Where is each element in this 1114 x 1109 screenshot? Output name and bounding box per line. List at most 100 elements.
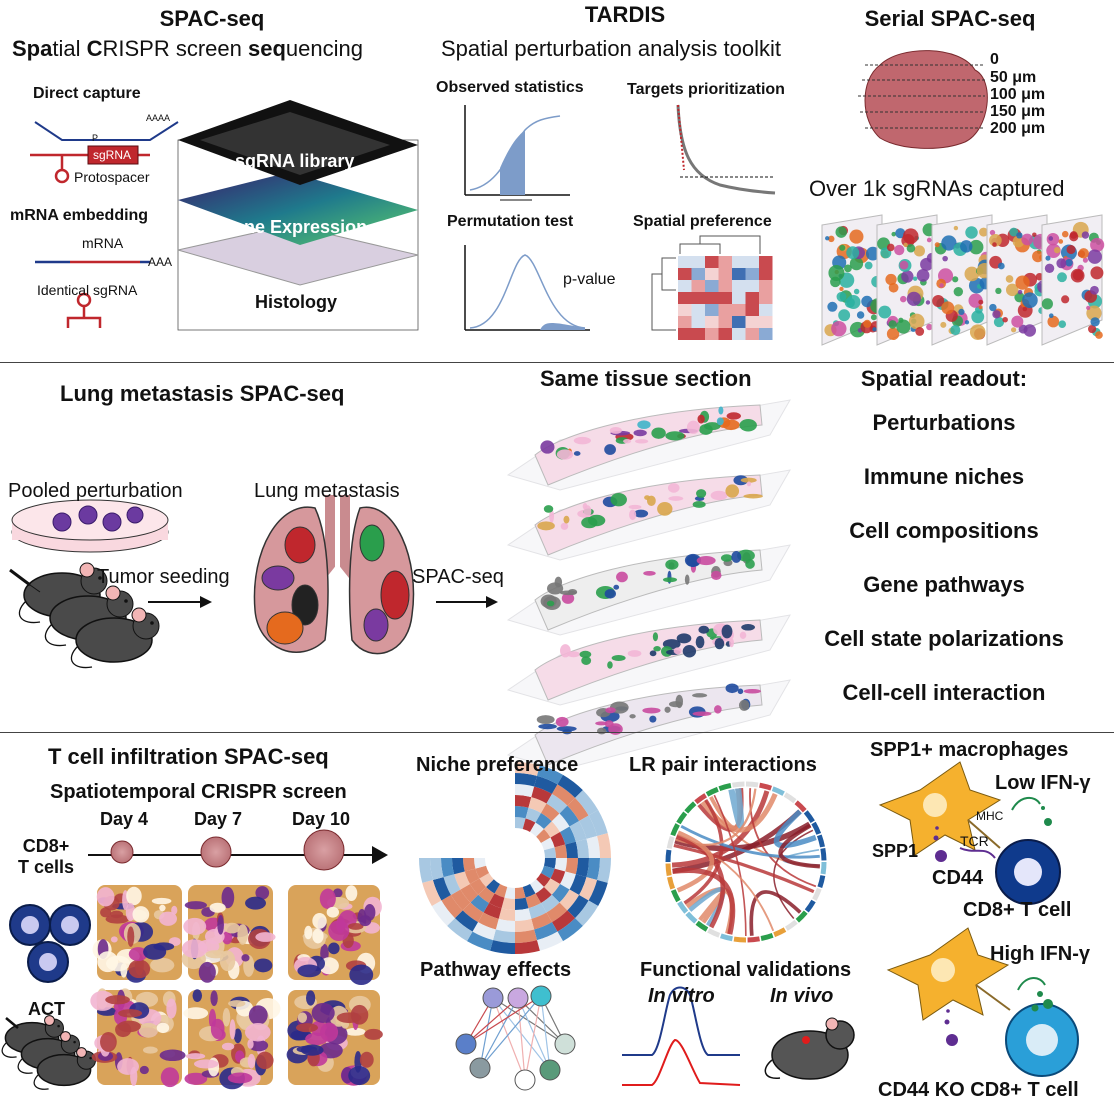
tissue-region bbox=[637, 420, 651, 429]
serial-spot bbox=[870, 314, 877, 321]
heatmap-cell bbox=[678, 268, 692, 280]
lung-diagram bbox=[253, 495, 415, 655]
subtitle-part-3: RISPR screen bbox=[102, 36, 248, 61]
serial-spot bbox=[903, 242, 908, 248]
tissue-region bbox=[692, 711, 712, 716]
serial-spot bbox=[926, 237, 932, 243]
in-vivo-mouse bbox=[764, 1017, 855, 1080]
niche-cell bbox=[515, 918, 535, 932]
niche-cell bbox=[530, 879, 544, 894]
tissue-panel-region bbox=[320, 1022, 339, 1042]
tissue-panel-region bbox=[110, 936, 118, 943]
mouse-eye bbox=[150, 621, 154, 625]
chord-segment bbox=[670, 823, 680, 837]
chord-segment bbox=[820, 848, 827, 861]
tissue-panel-region bbox=[312, 928, 324, 944]
niche-cell bbox=[535, 812, 552, 830]
tissue-region bbox=[739, 631, 747, 639]
tissue-region bbox=[745, 559, 755, 569]
serial-spot bbox=[1090, 317, 1100, 327]
tissue-panel-region bbox=[219, 950, 236, 972]
tissue-panel-region bbox=[222, 931, 233, 945]
tissue-region bbox=[628, 504, 642, 510]
tissue-panel-region bbox=[359, 1051, 374, 1068]
heatmap-cell bbox=[745, 304, 759, 316]
tissue-panel-region bbox=[193, 1059, 219, 1069]
tissue-region bbox=[537, 521, 555, 531]
mouse-eye bbox=[73, 1040, 76, 1044]
heatmap-cell bbox=[718, 256, 732, 268]
niche-cell bbox=[515, 908, 532, 921]
heatmap-cell bbox=[759, 328, 773, 340]
heatmap-cell bbox=[678, 328, 692, 340]
serial-tumor bbox=[858, 50, 988, 149]
serial-spot bbox=[1022, 292, 1038, 309]
serial-spot bbox=[971, 310, 985, 324]
serial-spot bbox=[960, 240, 973, 253]
serial-spot bbox=[1090, 266, 1104, 280]
tissue-region bbox=[698, 625, 710, 634]
heatmap-cell bbox=[691, 328, 705, 340]
tissue-panel-region bbox=[247, 1038, 254, 1049]
same-tissue-title: Same tissue section bbox=[540, 366, 752, 391]
tissue-region bbox=[697, 414, 705, 424]
mouse-ear bbox=[76, 1047, 87, 1058]
chord-link bbox=[675, 834, 726, 929]
tissue-panel-region bbox=[311, 1002, 335, 1023]
serial-spot bbox=[939, 283, 944, 288]
niche-cell bbox=[454, 910, 478, 932]
niche-cell bbox=[567, 895, 589, 919]
syringe bbox=[9, 568, 31, 587]
heatmap-cell bbox=[732, 328, 746, 340]
serial-spot bbox=[1044, 263, 1055, 274]
serial-spot bbox=[1046, 232, 1060, 246]
serial-spot bbox=[1087, 249, 1102, 264]
serial-spot bbox=[828, 235, 835, 243]
serial-spot bbox=[836, 291, 847, 302]
tissue-panel-region bbox=[297, 964, 322, 978]
niche-cell bbox=[528, 903, 547, 919]
tissue-panel-region bbox=[364, 1028, 383, 1040]
depth-50: 50 μm bbox=[990, 69, 1037, 86]
serial-spot bbox=[891, 231, 897, 237]
serial-spot bbox=[853, 288, 860, 295]
tissue-region bbox=[646, 495, 656, 507]
serial-spot bbox=[1056, 258, 1067, 269]
serial-spot bbox=[1047, 315, 1060, 328]
lung-metastasis-label: Lung metastasis bbox=[254, 480, 400, 502]
tcr-label: TCR bbox=[960, 833, 989, 849]
chord-segment bbox=[705, 786, 719, 797]
tissue-region bbox=[721, 624, 733, 639]
heatmap-cell bbox=[759, 256, 773, 268]
pvalue-label: p-value bbox=[563, 271, 616, 288]
serial-spot bbox=[878, 305, 892, 319]
heatmap-cell bbox=[691, 304, 705, 316]
subtitle-part-2: C bbox=[86, 36, 103, 61]
mouse-ear bbox=[44, 1015, 55, 1026]
chord-segment bbox=[759, 782, 773, 791]
tissue-region bbox=[556, 726, 577, 732]
depth-0: 0 bbox=[990, 51, 999, 68]
tissue-region bbox=[682, 644, 697, 658]
mouse-tail bbox=[17, 1057, 33, 1074]
chord-link bbox=[778, 823, 820, 869]
pathway-edge bbox=[492, 997, 566, 1045]
serial-spot bbox=[906, 244, 916, 253]
depth-100: 100 μm bbox=[990, 86, 1046, 103]
tardis-title: TARDIS bbox=[584, 2, 666, 27]
niche-cell bbox=[504, 886, 515, 899]
cd8-tcells-label: CD8+ T cells bbox=[18, 836, 75, 877]
tissue-panel-region bbox=[109, 910, 124, 919]
tissue-region bbox=[649, 650, 657, 657]
tissue-panel-region bbox=[128, 959, 151, 979]
niche-cell bbox=[515, 762, 540, 776]
serial-spot bbox=[926, 323, 933, 331]
tissue-panel-region bbox=[139, 1065, 149, 1075]
serial-spot bbox=[908, 313, 925, 330]
tissue-panel-region bbox=[326, 906, 340, 918]
niche-cell bbox=[543, 821, 561, 838]
serial-spot bbox=[920, 257, 934, 271]
observed-statistics-chart bbox=[464, 105, 570, 201]
serial-spot bbox=[912, 276, 918, 281]
pathway-node bbox=[455, 1033, 477, 1055]
